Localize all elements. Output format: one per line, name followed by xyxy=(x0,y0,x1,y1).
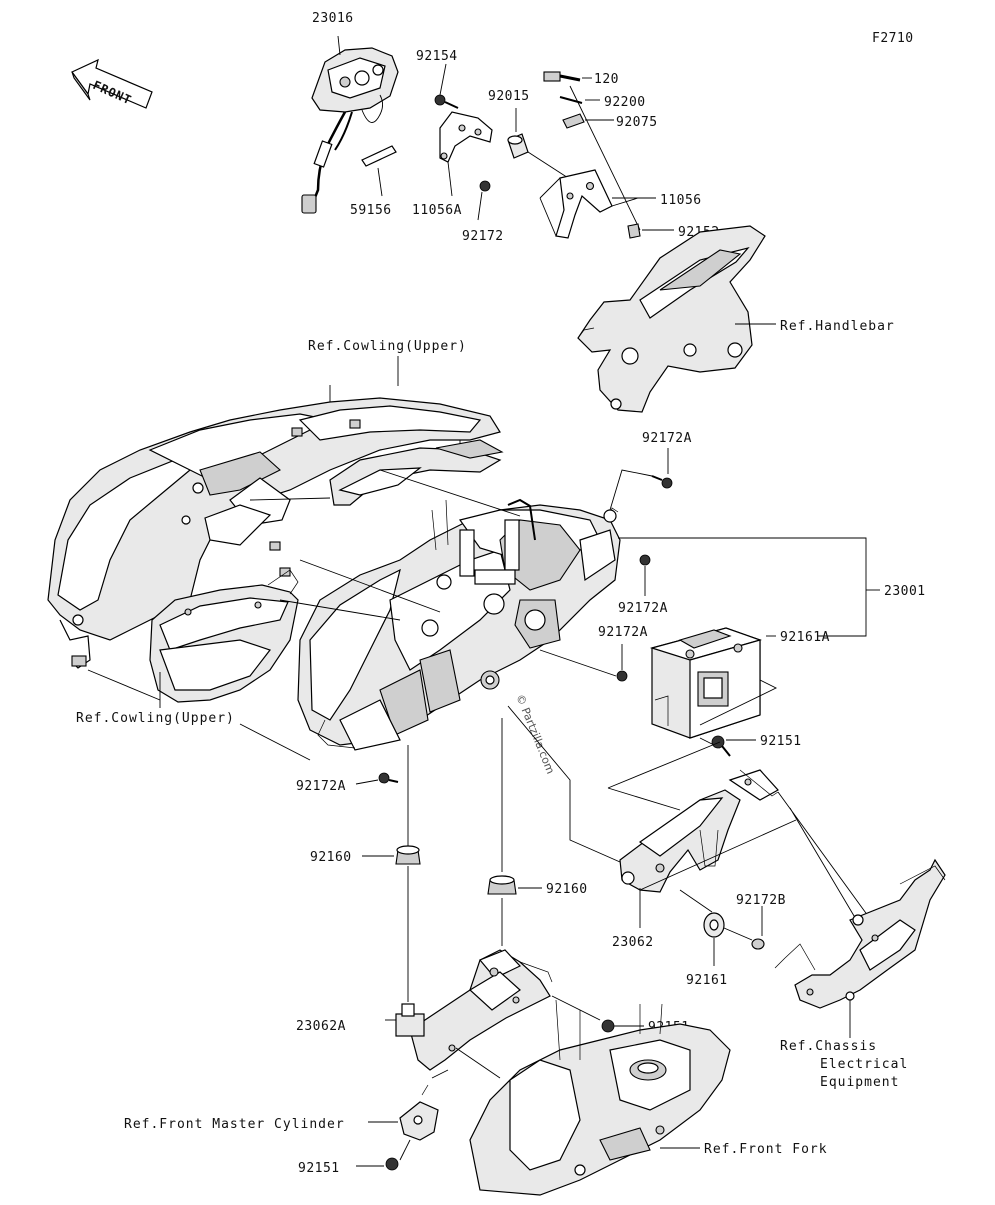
part-92075-damper xyxy=(562,113,585,129)
part-92160-grommet-left xyxy=(395,845,421,865)
label-11056A: 11056A xyxy=(412,203,462,218)
part-92172-screw xyxy=(479,180,491,192)
part-92172B-screw xyxy=(751,938,765,950)
part-92154-bolt xyxy=(434,94,459,109)
part-92172A-screw-top xyxy=(651,475,673,489)
label-23062A: 23062A xyxy=(296,1019,346,1034)
part-92200-washer xyxy=(559,96,583,104)
part-23001-meter-stay xyxy=(297,498,621,751)
label-92154: 92154 xyxy=(416,49,458,64)
front-master-cylinder-reference xyxy=(399,1084,439,1141)
ref-handlebar: Ref.Handlebar xyxy=(780,319,895,334)
label-92151-bottom: 92151 xyxy=(298,1161,340,1176)
label-92015: 92015 xyxy=(488,89,530,104)
part-92172A-screw-left xyxy=(378,772,399,784)
label-92075: 92075 xyxy=(616,115,658,130)
label-92172B: 92172B xyxy=(736,893,786,908)
label-92160-left: 92160 xyxy=(310,850,352,865)
label-23062: 23062 xyxy=(612,935,654,950)
label-92151-right: 92151 xyxy=(760,734,802,749)
upper-cowling-shell xyxy=(47,397,504,669)
part-92152-collar xyxy=(627,223,641,239)
diagram-code: F2710 xyxy=(872,31,914,46)
ref-chassis-line2: Electrical xyxy=(820,1057,908,1072)
part-23062-bracket xyxy=(619,769,779,893)
part-92172A-screw-mid xyxy=(639,554,651,566)
part-92015-grommet xyxy=(507,133,529,159)
ref-front-master-cylinder: Ref.Front Master Cylinder xyxy=(124,1117,345,1132)
part-23062A-damper xyxy=(385,1003,425,1037)
label-92160-center: 92160 xyxy=(546,882,588,897)
label-92172A-mid2: 92172A xyxy=(598,625,648,640)
ref-chassis-line1: Ref.Chassis xyxy=(780,1039,877,1054)
label-92172: 92172 xyxy=(462,229,504,244)
label-59156: 59156 xyxy=(350,203,392,218)
part-92161A-rubber-holder xyxy=(649,627,762,739)
ref-cowling-upper-top: Ref.Cowling(Upper) xyxy=(308,339,467,354)
lower-bracket-assembly xyxy=(409,949,553,1071)
label-92200: 92200 xyxy=(604,95,646,110)
part-11056A-bracket xyxy=(439,111,493,163)
label-92161: 92161 xyxy=(686,973,728,988)
label-92161A: 92161A xyxy=(780,630,830,645)
part-92151-screw-low xyxy=(601,1019,615,1033)
ref-front-fork: Ref.Front Fork xyxy=(704,1142,828,1157)
chassis-electrical-reference xyxy=(774,858,946,1009)
watermark: © Partzilla.com xyxy=(513,692,557,776)
front-direction-arrow: FRONT xyxy=(71,58,153,109)
part-23016-switch-assembly xyxy=(301,47,399,214)
part-92151-screw-bottom xyxy=(385,1157,399,1171)
label-92172A-top: 92172A xyxy=(642,431,692,446)
lower-cowling-piece xyxy=(149,569,299,703)
label-11056: 11056 xyxy=(660,193,702,208)
part-92172A-screw-mid2 xyxy=(616,670,628,682)
label-23001: 23001 xyxy=(884,584,926,599)
part-59156 xyxy=(361,145,397,167)
part-92160-grommet-center xyxy=(487,875,517,895)
part-92161-grommet xyxy=(703,912,725,938)
part-92151-screw-right xyxy=(711,735,731,757)
label-92172A-mid: 92172A xyxy=(618,601,668,616)
handlebar-clamp-reference xyxy=(577,225,766,413)
label-92172A-left: 92172A xyxy=(296,779,346,794)
ref-chassis-line3: Equipment xyxy=(820,1075,899,1090)
part-11056-bracket xyxy=(539,169,639,239)
ref-cowling-upper-left: Ref.Cowling(Upper) xyxy=(76,711,235,726)
label-23016: 23016 xyxy=(312,11,354,26)
label-120: 120 xyxy=(594,72,619,87)
front-fork-reference xyxy=(469,999,731,1196)
part-120-bolt xyxy=(543,71,581,82)
